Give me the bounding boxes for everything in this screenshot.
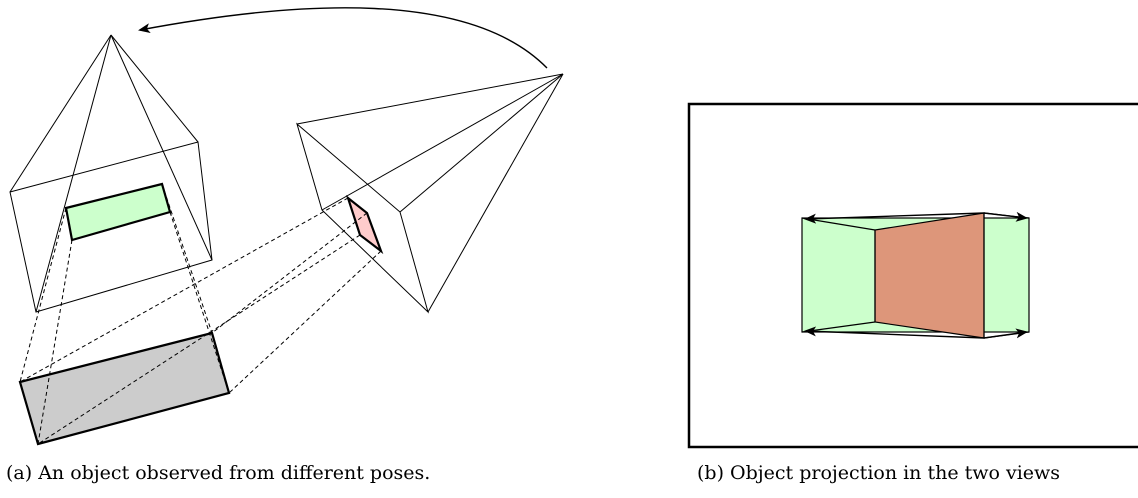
correspondence-arrows	[804, 211, 1028, 339]
right-camera-frustum	[296, 73, 564, 314]
bottom-right-arrow	[983, 328, 1028, 339]
left-view-projection	[64, 182, 172, 242]
view2-projection	[874, 212, 985, 339]
bottom-left-arrow	[804, 326, 985, 339]
right-view-projection	[345, 194, 384, 255]
left-camera-frustum	[9, 34, 213, 313]
pose-change-arrow	[138, 7, 548, 69]
panel-b	[687, 102, 1138, 449]
object	[18, 331, 231, 446]
panel-a	[9, 7, 564, 446]
top-left-arrow	[804, 212, 985, 224]
figure-canvas	[9, 7, 1138, 449]
caption-a: (a) An object observed from different po…	[6, 462, 431, 484]
image-frame	[687, 102, 1138, 449]
top-right-arrow	[983, 211, 1028, 222]
projection-rays	[19, 183, 382, 445]
caption-b: (b) Object projection in the two views	[697, 462, 1061, 484]
